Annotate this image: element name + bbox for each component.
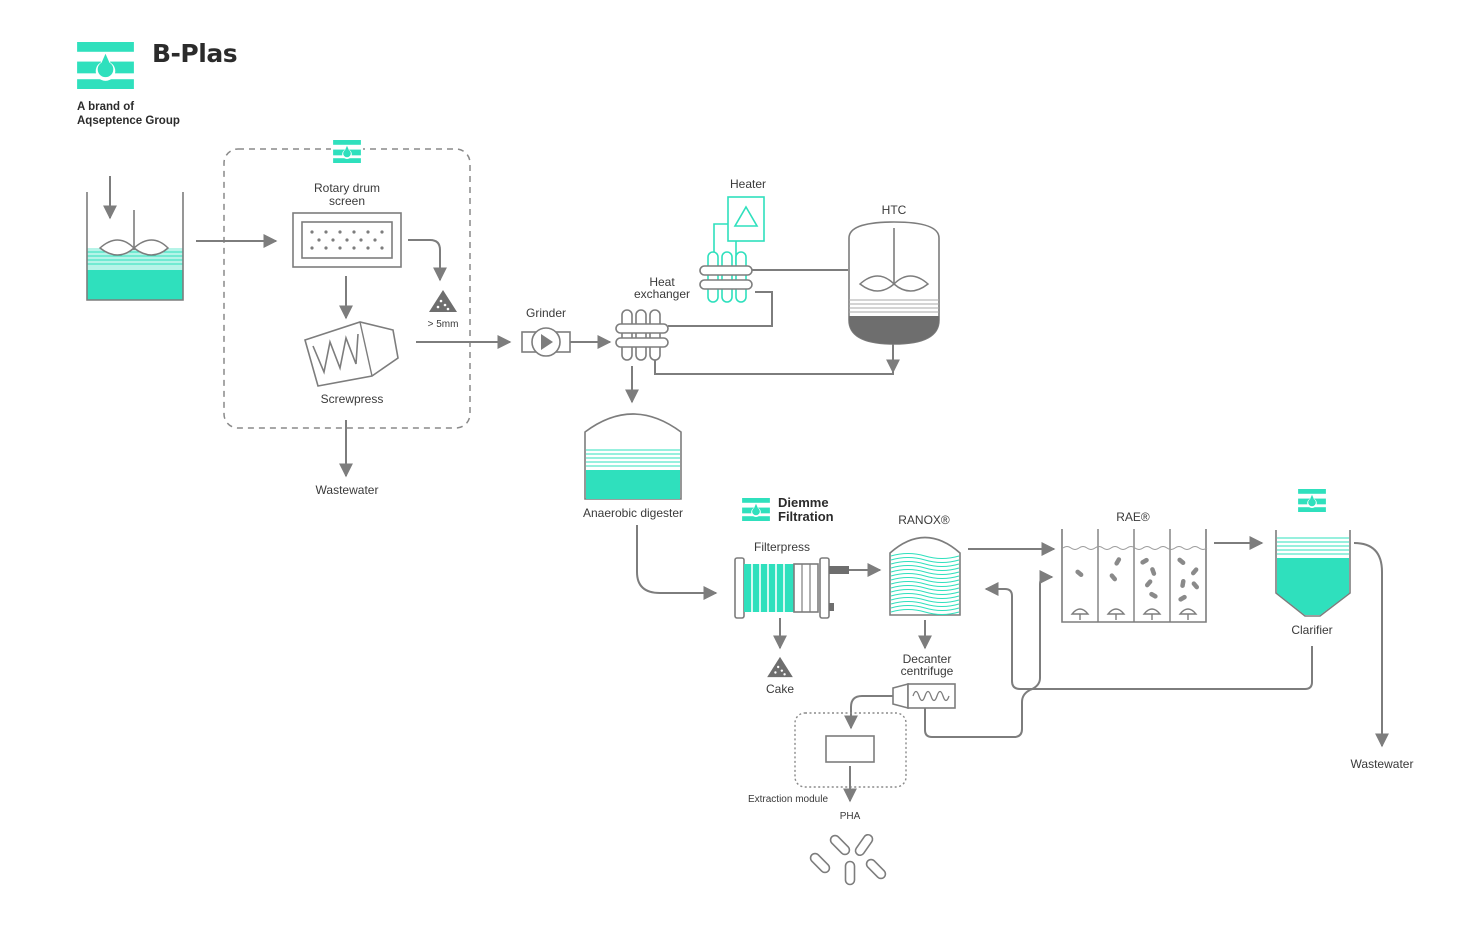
- filterpress-unit: [734, 557, 849, 619]
- rotary-drum-label-1: Rotary drum: [314, 181, 380, 195]
- brand-name: B-Plas: [152, 39, 237, 68]
- solids-pile-icon: [429, 290, 457, 312]
- rotary-drum-label-2: screen: [329, 194, 365, 208]
- cake-label: Cake: [766, 682, 794, 696]
- screwpress-unit: [304, 321, 399, 387]
- wastewater-label-2: Wastewater: [1351, 757, 1414, 771]
- extraction-module-label: Extraction module: [748, 794, 828, 805]
- diemme-logo-icon: [742, 498, 770, 521]
- heater-label: Heater: [730, 177, 766, 191]
- rae-label: RAE®: [1116, 510, 1150, 524]
- pha-granule-icon: [852, 832, 876, 858]
- clarifier-tank: [1275, 530, 1351, 617]
- rae-reactor: [1061, 529, 1208, 623]
- wastewater-label-1: Wastewater: [316, 483, 379, 497]
- cake-pile-icon: [767, 656, 793, 678]
- ranox-reactor: [889, 536, 961, 616]
- pha-granule-icon: [844, 860, 856, 886]
- pretreatment-logo-icon: [333, 140, 361, 163]
- inlet-tank: [86, 176, 184, 301]
- pha-granule-icon: [863, 856, 889, 882]
- ranox-label: RANOX®: [898, 513, 950, 527]
- decanter-label-1: Decanter: [903, 652, 952, 666]
- grinder-label: Grinder: [526, 306, 566, 320]
- heat-exchanger: [615, 309, 669, 361]
- aerator-diffusers: [1070, 608, 1198, 620]
- anaerobic-digester-label: Anaerobic digester: [583, 506, 683, 520]
- brand-block: B-Plas A brand of Aqseptence Group: [77, 39, 238, 127]
- size-threshold-label: > 5mm: [428, 319, 459, 330]
- decanter-label-2: centrifuge: [901, 664, 954, 678]
- anaerobic-digester: [584, 413, 682, 500]
- bacteria-cells: [1074, 556, 1200, 603]
- heat-exchanger-label-1: Heat: [649, 275, 675, 289]
- clarifier-label: Clarifier: [1291, 623, 1332, 637]
- heat-exchanger-label-2: exchanger: [634, 287, 690, 301]
- htc-reactor: [848, 221, 940, 345]
- diemme-label-1: Diemme: [778, 495, 829, 510]
- extraction-module: [825, 735, 875, 763]
- screwpress-label: Screwpress: [321, 392, 384, 406]
- heater-exchanger: [699, 251, 753, 303]
- pha-granule-icon: [807, 850, 833, 876]
- htc-label: HTC: [882, 203, 907, 217]
- clarifier-logo-icon: [1298, 489, 1326, 512]
- pump-icon: [521, 327, 571, 357]
- pha-granule-icon: [827, 832, 853, 858]
- rotary-drum-screen: [292, 212, 402, 268]
- brand-line-1: A brand of: [77, 101, 134, 113]
- decanter-centrifuge: [892, 682, 956, 710]
- mixer-impeller-icon: [98, 210, 170, 256]
- filterpress-label: Filterpress: [754, 540, 810, 554]
- brand-line-2: Aqseptence Group: [77, 115, 180, 127]
- diemme-label-2: Filtration: [778, 509, 834, 524]
- bplas-logo-icon: [77, 42, 134, 89]
- pha-granules: [807, 832, 889, 886]
- pha-label: PHA: [840, 811, 861, 822]
- heater-unit: [713, 196, 765, 264]
